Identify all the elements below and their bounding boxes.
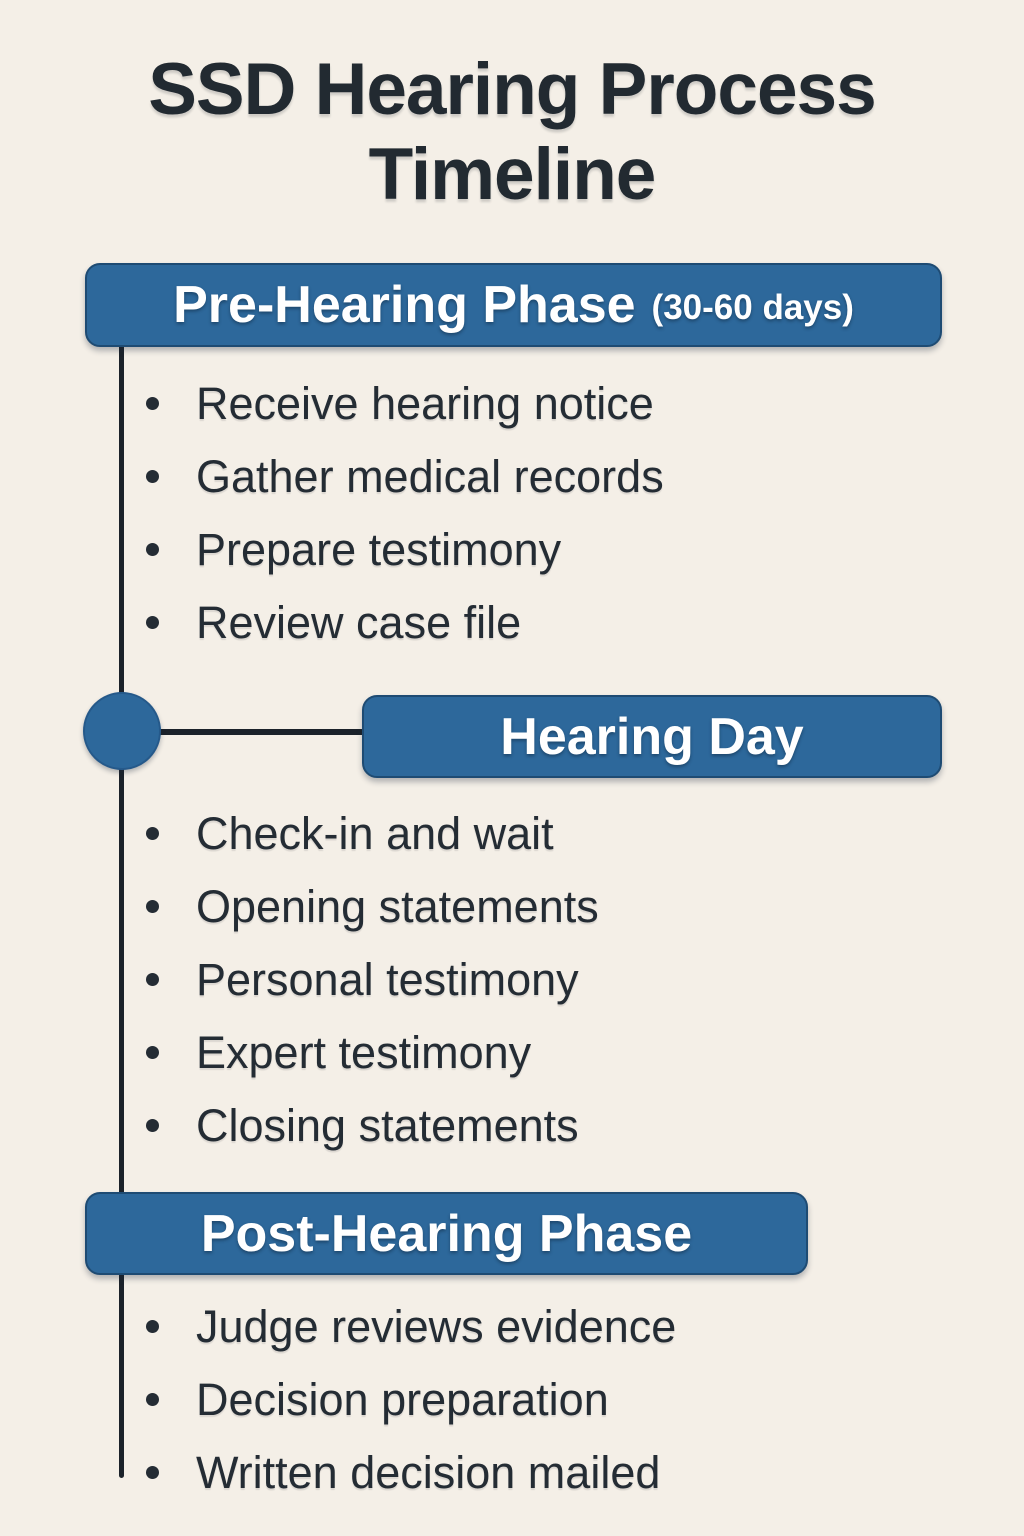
timeline-vertical-line <box>119 330 124 1478</box>
bullet-dot <box>146 1393 159 1406</box>
bullet-dot <box>146 1046 159 1059</box>
list-item-text: Decision preparation <box>196 1373 609 1425</box>
timeline-connector-line <box>122 729 372 735</box>
list-item: Expert testimony <box>146 1016 599 1089</box>
list-item-text: Receive hearing notice <box>196 377 654 429</box>
bullet-dot <box>146 470 159 483</box>
list-item: Receive hearing notice <box>146 367 664 440</box>
bullet-dot <box>146 397 159 410</box>
list-item-text: Check-in and wait <box>196 807 554 859</box>
bullet-dot <box>146 973 159 986</box>
list-item: Review case file <box>146 586 664 659</box>
phase-header-pre-hearing: Pre-Hearing Phase (30-60 days) <box>85 263 942 347</box>
phase-title: Hearing Day <box>500 707 804 766</box>
bullet-dot <box>146 1466 159 1479</box>
phase-title: Post-Hearing Phase <box>200 1204 693 1263</box>
page-title: SSD Hearing Process Timeline <box>148 49 877 215</box>
bullet-dot <box>146 543 159 556</box>
pre-hearing-list: Receive hearing notice Gather medical re… <box>146 367 664 659</box>
list-item-text: Personal testimony <box>196 953 579 1005</box>
timeline-node-circle <box>83 692 161 770</box>
bullet-dot <box>146 900 159 913</box>
list-item-text: Prepare testimony <box>196 523 562 575</box>
list-item: Judge reviews evidence <box>146 1290 676 1363</box>
list-item: Opening statements <box>146 870 599 943</box>
list-item-text: Gather medical records <box>196 450 664 502</box>
list-item: Closing statements <box>146 1089 599 1162</box>
list-item-text: Judge reviews evidence <box>196 1300 677 1352</box>
post-hearing-list: Judge reviews evidence Decision preparat… <box>146 1290 676 1509</box>
list-item-text: Expert testimony <box>196 1026 532 1078</box>
list-item-text: Review case file <box>196 596 522 648</box>
list-item: Written decision mailed <box>146 1436 676 1509</box>
bullet-dot <box>146 1119 159 1132</box>
list-item-text: Written decision mailed <box>196 1446 661 1498</box>
bullet-dot <box>146 1320 159 1333</box>
list-item: Gather medical records <box>146 440 664 513</box>
phase-header-post-hearing: Post-Hearing Phase <box>85 1192 808 1275</box>
list-item-text: Opening statements <box>196 880 599 932</box>
phase-title: Pre-Hearing Phase <box>173 276 636 334</box>
list-item: Decision preparation <box>146 1363 676 1436</box>
bullet-dot <box>146 827 159 840</box>
hearing-day-list: Check-in and wait Opening statements Per… <box>146 797 599 1162</box>
phase-duration: (30-60 days) <box>651 288 854 327</box>
list-item: Check-in and wait <box>146 797 599 870</box>
phase-header-hearing-day: Hearing Day <box>362 695 942 778</box>
bullet-dot <box>146 616 159 629</box>
list-item: Prepare testimony <box>146 513 664 586</box>
list-item-text: Closing statements <box>196 1099 579 1151</box>
list-item: Personal testimony <box>146 943 599 1016</box>
